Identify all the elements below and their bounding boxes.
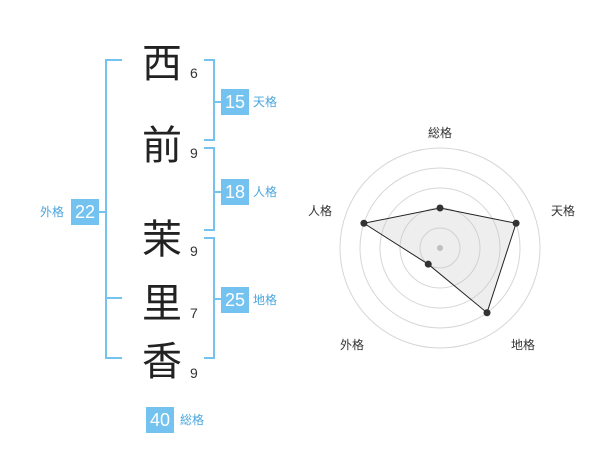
radar-label-tenkaku: 天格	[551, 204, 576, 218]
name-char-5: 香	[142, 339, 182, 385]
radar-polygon	[362, 207, 517, 314]
radar-ring	[419, 227, 461, 269]
jinkaku-label: 人格	[253, 185, 278, 199]
chikaku-label: 地格	[253, 293, 278, 307]
name-char-2: 前	[142, 123, 182, 169]
radar-point-2	[512, 219, 520, 227]
gaikaku-label: 外格	[40, 205, 65, 219]
tenkaku-value: 15	[221, 89, 249, 115]
stroke-count-1: 6	[190, 65, 198, 81]
chikaku-value: 25	[221, 287, 249, 313]
radar-label-jinkaku: 人格	[308, 204, 333, 218]
radar-point-4	[424, 260, 432, 268]
radar-point-3	[483, 309, 491, 317]
radar-label-gaikaku: 外格	[340, 338, 365, 352]
gaikaku-value: 22	[71, 199, 99, 225]
name-char-3: 茉	[142, 217, 182, 263]
stroke-count-5: 9	[190, 365, 198, 381]
radar-label-chikaku: 地格	[511, 338, 536, 352]
name-char-4: 里	[142, 281, 182, 327]
tenkaku-label: 天格	[253, 95, 278, 109]
radar-ring	[339, 147, 541, 349]
stroke-count-4: 7	[190, 305, 198, 321]
stroke-count-3: 9	[190, 243, 198, 259]
radar-ring	[359, 167, 521, 329]
radar-point-1	[436, 204, 444, 212]
radar-point-5	[360, 219, 368, 227]
name-char-1: 西	[142, 41, 182, 87]
radar-ring	[379, 187, 501, 309]
stroke-count-2: 9	[190, 145, 198, 161]
radar-center	[437, 245, 443, 251]
radar-dots	[360, 204, 520, 317]
radar-label-soukaku: 総格	[428, 126, 453, 140]
jinkaku-value: 18	[221, 179, 249, 205]
soukaku-value: 40	[146, 407, 174, 433]
soukaku-label: 総格	[180, 413, 205, 427]
